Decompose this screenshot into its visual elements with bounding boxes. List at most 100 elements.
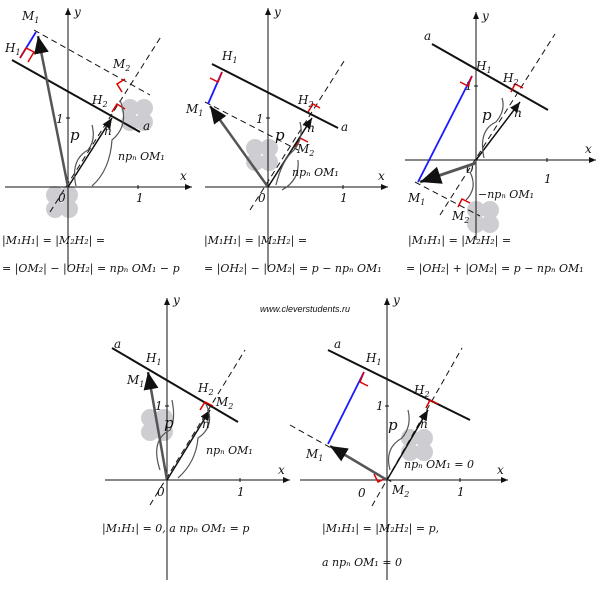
line-a — [431, 43, 549, 111]
right-angle-mark — [373, 473, 387, 484]
point-h1-label: H1 — [221, 49, 238, 65]
y-axis-label: y — [172, 293, 180, 307]
right-angle-mark — [115, 78, 126, 93]
watermark-clover-icon — [46, 99, 153, 218]
normal-vector — [166, 409, 211, 481]
x-tick-one: 1 — [237, 485, 245, 499]
projection-label: npₙ OM₁ — [206, 444, 253, 457]
normal-vector — [267, 117, 313, 188]
vector-om1 — [419, 161, 477, 184]
equation-line-2: a npₙ OM₁ = 0 — [322, 556, 402, 569]
x-axis-label: x — [378, 169, 385, 183]
watermark-clover-icon — [401, 429, 433, 461]
proj-brace — [465, 171, 474, 201]
y-tick-one: 1 — [465, 79, 473, 93]
equation-line-2: = |OM₂| − |OH₂| = npₙ OM₁ − p — [2, 262, 180, 276]
website-label: www.cleverstudents.ru — [260, 304, 350, 314]
origin-label: 0 — [157, 485, 165, 499]
point-m1-label: M1 — [407, 191, 425, 207]
equation-line-1: |M₁H₁| = |M₂H₂| = — [204, 234, 307, 248]
vector-om1 — [329, 444, 388, 482]
panel-4: x y 0 1 1 a M1 H1 M2 H2 p n npₙ OM₁ |M₁H… — [102, 293, 290, 580]
right-angle-mark — [209, 71, 223, 84]
p-brace — [73, 124, 94, 187]
vector-om1 — [34, 35, 70, 188]
x-axis-label: x — [497, 463, 504, 477]
parallel-line — [33, 29, 151, 96]
p-brace — [275, 121, 302, 186]
right-angle-mark — [425, 398, 439, 409]
proj-brace — [177, 403, 211, 479]
p-label: p — [275, 126, 285, 144]
point-m2-label: M2 — [112, 57, 130, 73]
perpendicular-segment — [417, 75, 473, 183]
y-tick-one: 1 — [256, 112, 264, 126]
equation-line-2: = |OH₂| + |OM₂| = p − npₙ OM₁ — [406, 262, 584, 276]
x-axis-label: x — [278, 463, 285, 477]
point-m1-label: M1 — [21, 9, 39, 25]
x-axis-label: x — [180, 169, 187, 183]
right-angle-mark — [307, 102, 321, 113]
origin-label: 0 — [358, 486, 366, 500]
line-a — [211, 63, 339, 129]
perpendicular-segment — [327, 371, 365, 445]
line-a-label: a — [424, 29, 431, 43]
panel-5: x y 0 1 1 a M1 H1 M2 H2 p n npₙ OM₁ = 0 … — [289, 293, 508, 580]
x-axis-label: x — [585, 142, 592, 156]
vector-om1 — [143, 371, 169, 481]
line-a — [327, 349, 471, 421]
projection-label: npₙ OM₁ — [292, 166, 339, 179]
right-angle-mark — [459, 75, 473, 88]
normal-vector — [386, 409, 429, 481]
y-tick-one: 1 — [376, 399, 384, 413]
right-angle-mark — [457, 197, 471, 208]
equation-line-1: |M₁H₁| = |M₂H₂| = p, — [322, 522, 439, 536]
normal-line — [439, 33, 556, 216]
proj-brace — [281, 159, 299, 191]
normal-vector-label: n — [420, 417, 428, 431]
watermark-clover-icon — [246, 139, 278, 171]
equation-line-1: |M₁H₁| = |M₂H₂| = — [408, 234, 511, 248]
line-a-label: a — [334, 337, 341, 351]
y-tick-one: 1 — [56, 112, 64, 126]
right-angle-mark — [359, 371, 369, 387]
x-tick-one: 1 — [136, 191, 144, 205]
origin-label: 0 — [466, 162, 474, 176]
x-tick-one: 1 — [544, 172, 552, 186]
point-h1-label: H1 — [4, 41, 21, 57]
equation-line-1: |M₁H₁| = 0, a npₙ OM₁ = p — [102, 522, 249, 536]
projection-label: npₙ OM₁ = 0 — [404, 458, 474, 471]
p-brace — [156, 399, 175, 471]
point-h2-label: H2 — [502, 71, 519, 87]
normal-vector-label: n — [104, 124, 112, 138]
point-h2-label: H2 — [413, 383, 430, 399]
normal-line — [371, 347, 463, 507]
panel-1: x y 0 1 1 a M1 H1 M2 H2 p n npₙ OM₁ |M₁H… — [2, 5, 192, 276]
parallel-line — [204, 101, 299, 151]
p-brace — [481, 97, 504, 159]
point-m1-label: M1 — [305, 447, 323, 463]
parallel-line — [414, 181, 481, 217]
p-label: p — [482, 106, 492, 124]
point-m2-label: M2 — [451, 209, 469, 225]
panel-3: x y 0 1 1 a M1 H1 M2 H2 p n −npₙ OM₁ |M₁… — [405, 9, 596, 276]
point-h1-label: H1 — [475, 59, 492, 75]
panel-2: x y 0 1 1 a M1 H1 M2 H2 p n npₙ OM₁ |M₁H… — [185, 5, 388, 276]
line-a — [11, 59, 141, 133]
watermark-clover-icon — [467, 201, 499, 233]
normal-vector — [67, 117, 113, 188]
normal-vector-label: n — [307, 121, 315, 135]
right-angle-mark — [510, 82, 524, 93]
point-h2-label: H2 — [297, 93, 314, 109]
line-a — [111, 347, 239, 423]
point-m2-label: M2 — [215, 395, 233, 411]
y-axis-label: y — [481, 9, 489, 23]
y-tick-one: 1 — [155, 399, 163, 413]
p-label: p — [388, 416, 398, 434]
point-h2-label: H2 — [197, 381, 214, 397]
y-axis-label: y — [73, 5, 81, 19]
y-axis-label: y — [392, 293, 400, 307]
origin-label: 0 — [58, 191, 66, 205]
point-h1-label: H1 — [365, 351, 382, 367]
